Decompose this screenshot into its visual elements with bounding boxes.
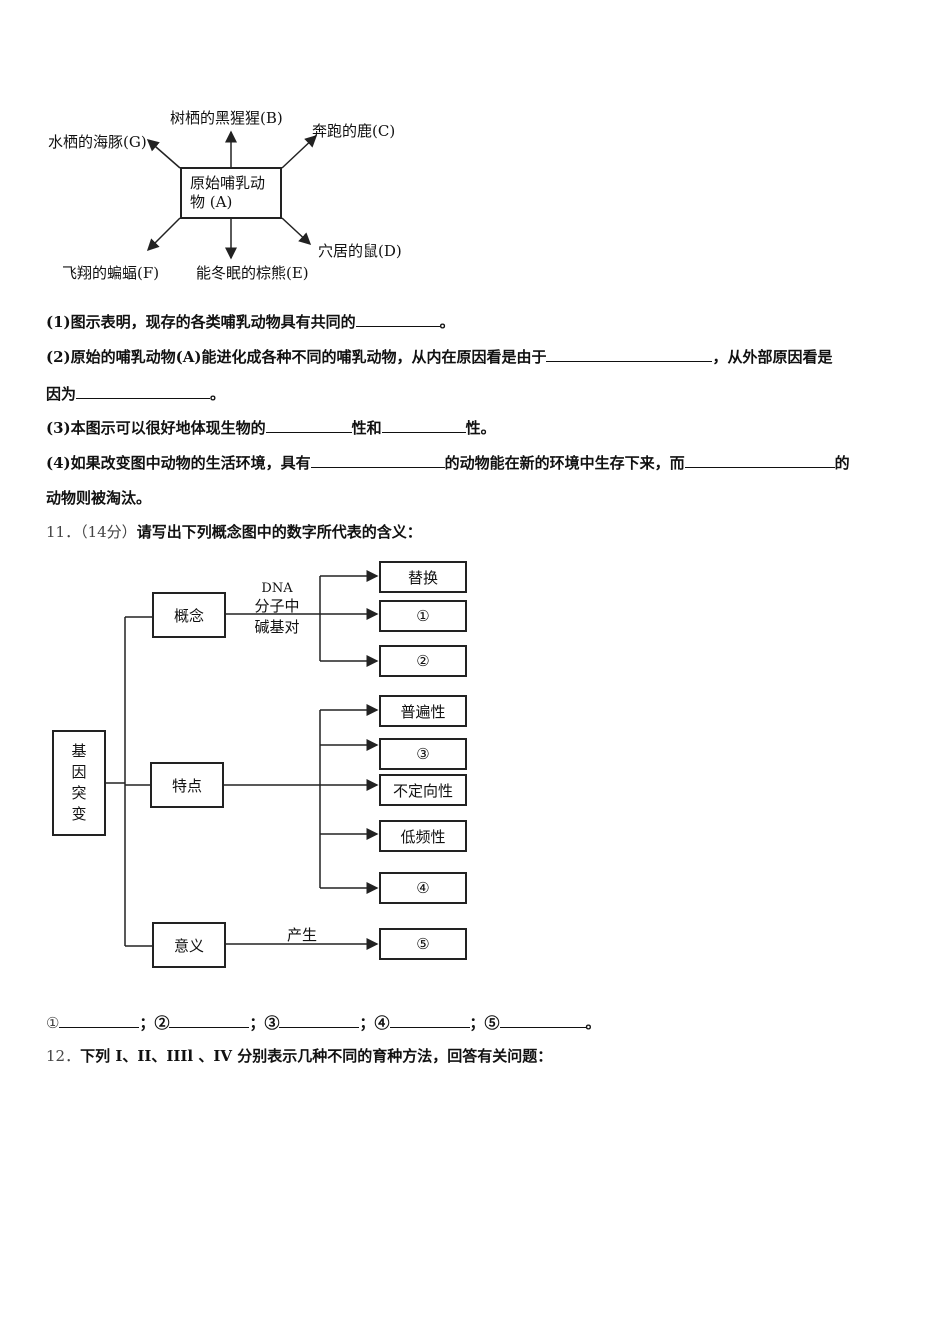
concept-item: 替换 [379, 561, 467, 593]
concept-edge-label: DNA 分子中 碱基对 [254, 581, 300, 636]
concept-item: ② [379, 645, 467, 677]
feature-item: ④ [379, 872, 467, 904]
label-chimpanzee: 树栖的黑猩猩(B) [170, 109, 283, 127]
feature-item: 普遍性 [379, 695, 467, 727]
feature-item: ③ [379, 738, 467, 770]
answer-blank[interactable] [265, 417, 352, 433]
feature-item: 不定向性 [379, 774, 467, 806]
concept-item: ① [379, 600, 467, 632]
answer-line: ①；②；③；④；⑤。 [46, 1012, 601, 1032]
label-deer: 奔跑的鹿(C) [312, 122, 396, 140]
label-mouse: 穴居的鼠(D) [318, 242, 402, 260]
label-dolphin: 水栖的海豚(G) [48, 133, 147, 151]
answer-blank-4[interactable] [389, 1012, 470, 1028]
answer-blank-5[interactable] [499, 1012, 586, 1028]
ancestor-label-line2: 物 (A) [190, 193, 233, 211]
question-11: 11．（14分）请写出下列概念图中的数字所代表的含义： [46, 523, 422, 541]
question-1: (1)图示表明，现存的各类哺乳动物具有共同的。 [46, 311, 455, 331]
label-bear: 能冬眠的棕熊(E) [196, 264, 309, 282]
answer-blank-2[interactable] [169, 1012, 250, 1028]
answer-blank[interactable] [381, 417, 466, 433]
question-4-line1: (4)如果改变图中动物的生活环境，具有的动物能在新的环境中生存下来，而的 [46, 452, 850, 472]
root-gene-mutation: 基 因 突 变 [52, 730, 106, 836]
meaning-node: 意义 [152, 922, 226, 968]
feature-item: 低频性 [379, 820, 467, 852]
concept-node: 概念 [152, 592, 226, 638]
concept-map-lines [106, 570, 379, 950]
ancestor-box: 原始哺乳动 物 (A) [190, 174, 265, 212]
answer-blank-1[interactable] [59, 1012, 140, 1028]
answer-blank[interactable] [546, 346, 713, 362]
question-2-line1: (2)原始的哺乳动物(A)能进化成各种不同的哺乳动物，从内在原因看是由于，从外部… [46, 346, 833, 366]
question-3: (3)本图示可以很好地体现生物的性和性。 [46, 417, 496, 437]
answer-blank-3[interactable] [279, 1012, 360, 1028]
meaning-item: ⑤ [379, 928, 467, 960]
label-bat: 飞翔的蝙蝠(F) [62, 264, 160, 282]
arrow-to-c [281, 134, 318, 169]
answer-blank[interactable] [355, 311, 440, 327]
question-4-line2: 动物则被淘汰。 [46, 489, 152, 507]
features-node: 特点 [150, 762, 224, 808]
question-2-line2: 因为。 [46, 383, 226, 403]
ancestor-label-line1: 原始哺乳动 [190, 174, 266, 192]
arrow-to-d [281, 217, 312, 246]
answer-blank[interactable] [684, 452, 835, 468]
question-12: 12．下列 I、II、IIIl 、IV 分别表示几种不同的育种方法，回答有关问题… [46, 1047, 553, 1065]
arrow-to-f [146, 217, 181, 252]
produce-edge-label: 产生 [287, 926, 318, 944]
answer-blank[interactable] [76, 383, 211, 399]
arrow-to-g [146, 139, 181, 169]
radiation-arrows [146, 130, 318, 260]
answer-blank[interactable] [310, 452, 445, 468]
